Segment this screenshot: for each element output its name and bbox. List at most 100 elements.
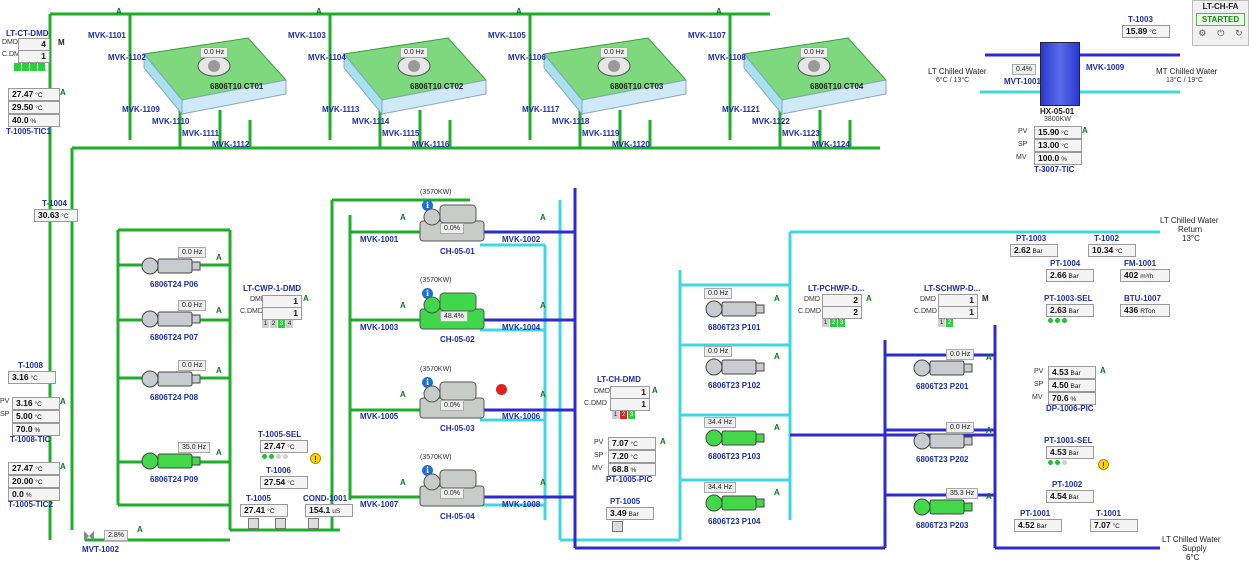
tower-4-valve-f[interactable]: MVK-1124 xyxy=(812,140,850,149)
tic-sp[interactable]: 5.00°C xyxy=(12,410,60,423)
primary-pump-3-tag[interactable]: 6806T23 P103 xyxy=(708,452,761,461)
secondary-pump-2-icon[interactable] xyxy=(912,430,974,452)
primary-pump-2-speed[interactable]: 0.0 Hz xyxy=(704,346,733,357)
dp1006-tag[interactable]: DP-1006-PIC xyxy=(1046,404,1094,413)
secondary-pump-1-icon[interactable] xyxy=(912,357,974,379)
tic-pv[interactable]: 3.16°C xyxy=(12,397,60,410)
tower-2-speed[interactable]: 0.0 Hz xyxy=(400,47,429,58)
chiller-3-load[interactable]: 0.0% xyxy=(440,400,464,411)
power-icon[interactable]: ⏻ xyxy=(1217,28,1225,38)
tic2-sp[interactable]: 20.00°C xyxy=(8,475,60,488)
tower-2-valve-f[interactable]: MVK-1116 xyxy=(412,140,450,149)
mvt1002-valve-icon[interactable] xyxy=(84,531,94,541)
cw-pump-2-tag[interactable]: 6806T24 P07 xyxy=(150,333,199,342)
primary-pump-3-speed[interactable]: 34.4 Hz xyxy=(704,417,737,428)
t1005-tag[interactable]: T-1005 xyxy=(246,494,271,503)
pt1001-tag[interactable]: PT-1001 xyxy=(1020,509,1051,518)
cond1001-tag[interactable]: COND-1001 xyxy=(303,494,348,503)
secondary-pump-2-speed[interactable]: 0.0 Hz xyxy=(946,422,975,433)
chiller-4-tag[interactable]: CH-05-04 xyxy=(440,512,475,521)
mvk1009-tag[interactable]: MVK-1009 xyxy=(1086,63,1125,72)
tower-3-valve-f[interactable]: MVK-1120 xyxy=(612,140,650,149)
pt1005-tag[interactable]: PT-1005 xyxy=(610,497,641,506)
chiller-1-load[interactable]: 0.0% xyxy=(440,223,464,234)
tower-4-tag[interactable]: 6806T10 CT04 xyxy=(810,82,864,91)
mvt1001-tag[interactable]: MVT-1001 xyxy=(1004,77,1041,86)
chiller-3-inlet-valve[interactable]: MVK-1005 xyxy=(360,412,399,421)
cooling-tower-1[interactable] xyxy=(138,36,288,118)
t1003-value[interactable]: 15.89°C xyxy=(1122,25,1170,38)
pt1005-transmitter-icon[interactable] xyxy=(612,521,623,532)
t1005sel-value[interactable]: 27.47°C xyxy=(260,440,308,453)
settings-icon[interactable]: ⚙ xyxy=(1198,28,1207,38)
chiller-3[interactable] xyxy=(418,380,488,420)
tower-2-tag[interactable]: 6806T10 CT02 xyxy=(410,82,464,91)
tower-1-valve-f[interactable]: MVK-1112 xyxy=(212,140,250,149)
pt1003sel-tag[interactable]: PT-1003-SEL xyxy=(1044,294,1093,303)
secondary-pump-3-tag[interactable]: 6806T23 P203 xyxy=(916,521,969,530)
tower-1-valve-c[interactable]: MVK-1109 xyxy=(122,105,160,114)
tic1-mv[interactable]: 40.0% xyxy=(8,114,60,127)
tic1-tag[interactable]: T-1005-TIC1 xyxy=(6,127,51,136)
chiller-1-tag[interactable]: CH-05-01 xyxy=(440,247,475,256)
t1006-tag[interactable]: T-1006 xyxy=(266,466,291,475)
chiller-3-tag[interactable]: CH-05-03 xyxy=(440,424,475,433)
tower-2-valve-b[interactable]: MVK-1104 xyxy=(308,53,346,62)
cw-pump-4-icon[interactable] xyxy=(140,450,202,472)
t1004-tag[interactable]: T-1004 xyxy=(42,199,67,208)
t1002-value[interactable]: 10.34°C xyxy=(1088,244,1136,257)
cw-pump-2-speed[interactable]: 0.0 Hz xyxy=(178,300,207,311)
pic1005-tag[interactable]: PT-1005-PIC xyxy=(606,475,653,484)
t1001-tag[interactable]: T-1001 xyxy=(1096,509,1121,518)
chiller-4-info-icon[interactable]: i xyxy=(422,465,433,476)
cwp-cdmd-value[interactable]: 1 xyxy=(262,307,302,320)
chiller-1-inlet-valve[interactable]: MVK-1001 xyxy=(360,235,399,244)
cond-transmitter-icon[interactable] xyxy=(308,518,319,529)
cooling-tower-2[interactable] xyxy=(338,36,488,118)
tower-1-tag[interactable]: 6806T10 CT01 xyxy=(210,82,264,91)
cw-pump-2-icon[interactable] xyxy=(140,308,202,330)
primary-pump-2-tag[interactable]: 6806T23 P102 xyxy=(708,381,761,390)
t1001-value[interactable]: 7.07°C xyxy=(1090,519,1138,532)
primary-pump-4-icon[interactable] xyxy=(704,492,766,514)
chiller-2-load[interactable]: 48.4% xyxy=(440,311,468,322)
t1005-transmitter-icon[interactable] xyxy=(248,518,259,529)
pchwp-cdmd-value[interactable]: 2 xyxy=(822,306,862,319)
tower-3-tag[interactable]: 6806T10 CT03 xyxy=(610,82,664,91)
tic-mv[interactable]: 70.0% xyxy=(12,423,60,436)
tower-3-valve-d[interactable]: MVK-1118 xyxy=(552,117,590,126)
chiller-3-outlet-valve[interactable]: MVK-1006 xyxy=(502,412,541,421)
primary-pump-1-icon[interactable] xyxy=(704,298,766,320)
cw-pump-1-icon[interactable] xyxy=(140,255,202,277)
cw-pump-4-speed[interactable]: 35.0 Hz xyxy=(178,442,211,453)
tower-3-valve-b[interactable]: MVK-1106 xyxy=(508,53,546,62)
pic1005-mv[interactable]: 68.8% xyxy=(608,463,656,476)
t1005sel-alarm-icon[interactable]: ! xyxy=(310,453,321,464)
tic3007-sp[interactable]: 13.00°C xyxy=(1034,139,1082,152)
chiller-1[interactable] xyxy=(418,203,488,243)
tic3007-mv[interactable]: 100.0% xyxy=(1034,152,1082,165)
secondary-pump-1-speed[interactable]: 0.0 Hz xyxy=(946,349,975,360)
pt1001sel-alarm-icon[interactable]: ! xyxy=(1098,459,1109,470)
pt1002-tag[interactable]: PT-1002 xyxy=(1052,480,1083,489)
t1002-tag[interactable]: T-1002 xyxy=(1094,234,1119,243)
tower-cdmd-value[interactable]: 1 xyxy=(18,50,50,63)
tic3007-tag[interactable]: T-3007-TIC xyxy=(1034,165,1075,174)
cooling-tower-4[interactable] xyxy=(738,36,888,118)
heat-exchanger[interactable] xyxy=(1040,42,1080,106)
tower-2-valve-e[interactable]: MVK-1115 xyxy=(382,129,420,138)
chiller-4-outlet-valve[interactable]: MVK-1008 xyxy=(502,500,541,509)
t1005-value[interactable]: 27.41°C xyxy=(240,504,288,517)
cooling-tower-3[interactable] xyxy=(538,36,688,118)
cw-pump-3-icon[interactable] xyxy=(140,368,202,390)
tower-1-speed[interactable]: 0.0 Hz xyxy=(200,47,229,58)
cw-pump-4-tag[interactable]: 6806T24 P09 xyxy=(150,475,199,484)
pic1005-pv[interactable]: 7.07°C xyxy=(608,437,656,450)
secondary-pump-3-speed[interactable]: 35.3 Hz xyxy=(946,488,979,499)
primary-pump-3-icon[interactable] xyxy=(704,427,766,449)
